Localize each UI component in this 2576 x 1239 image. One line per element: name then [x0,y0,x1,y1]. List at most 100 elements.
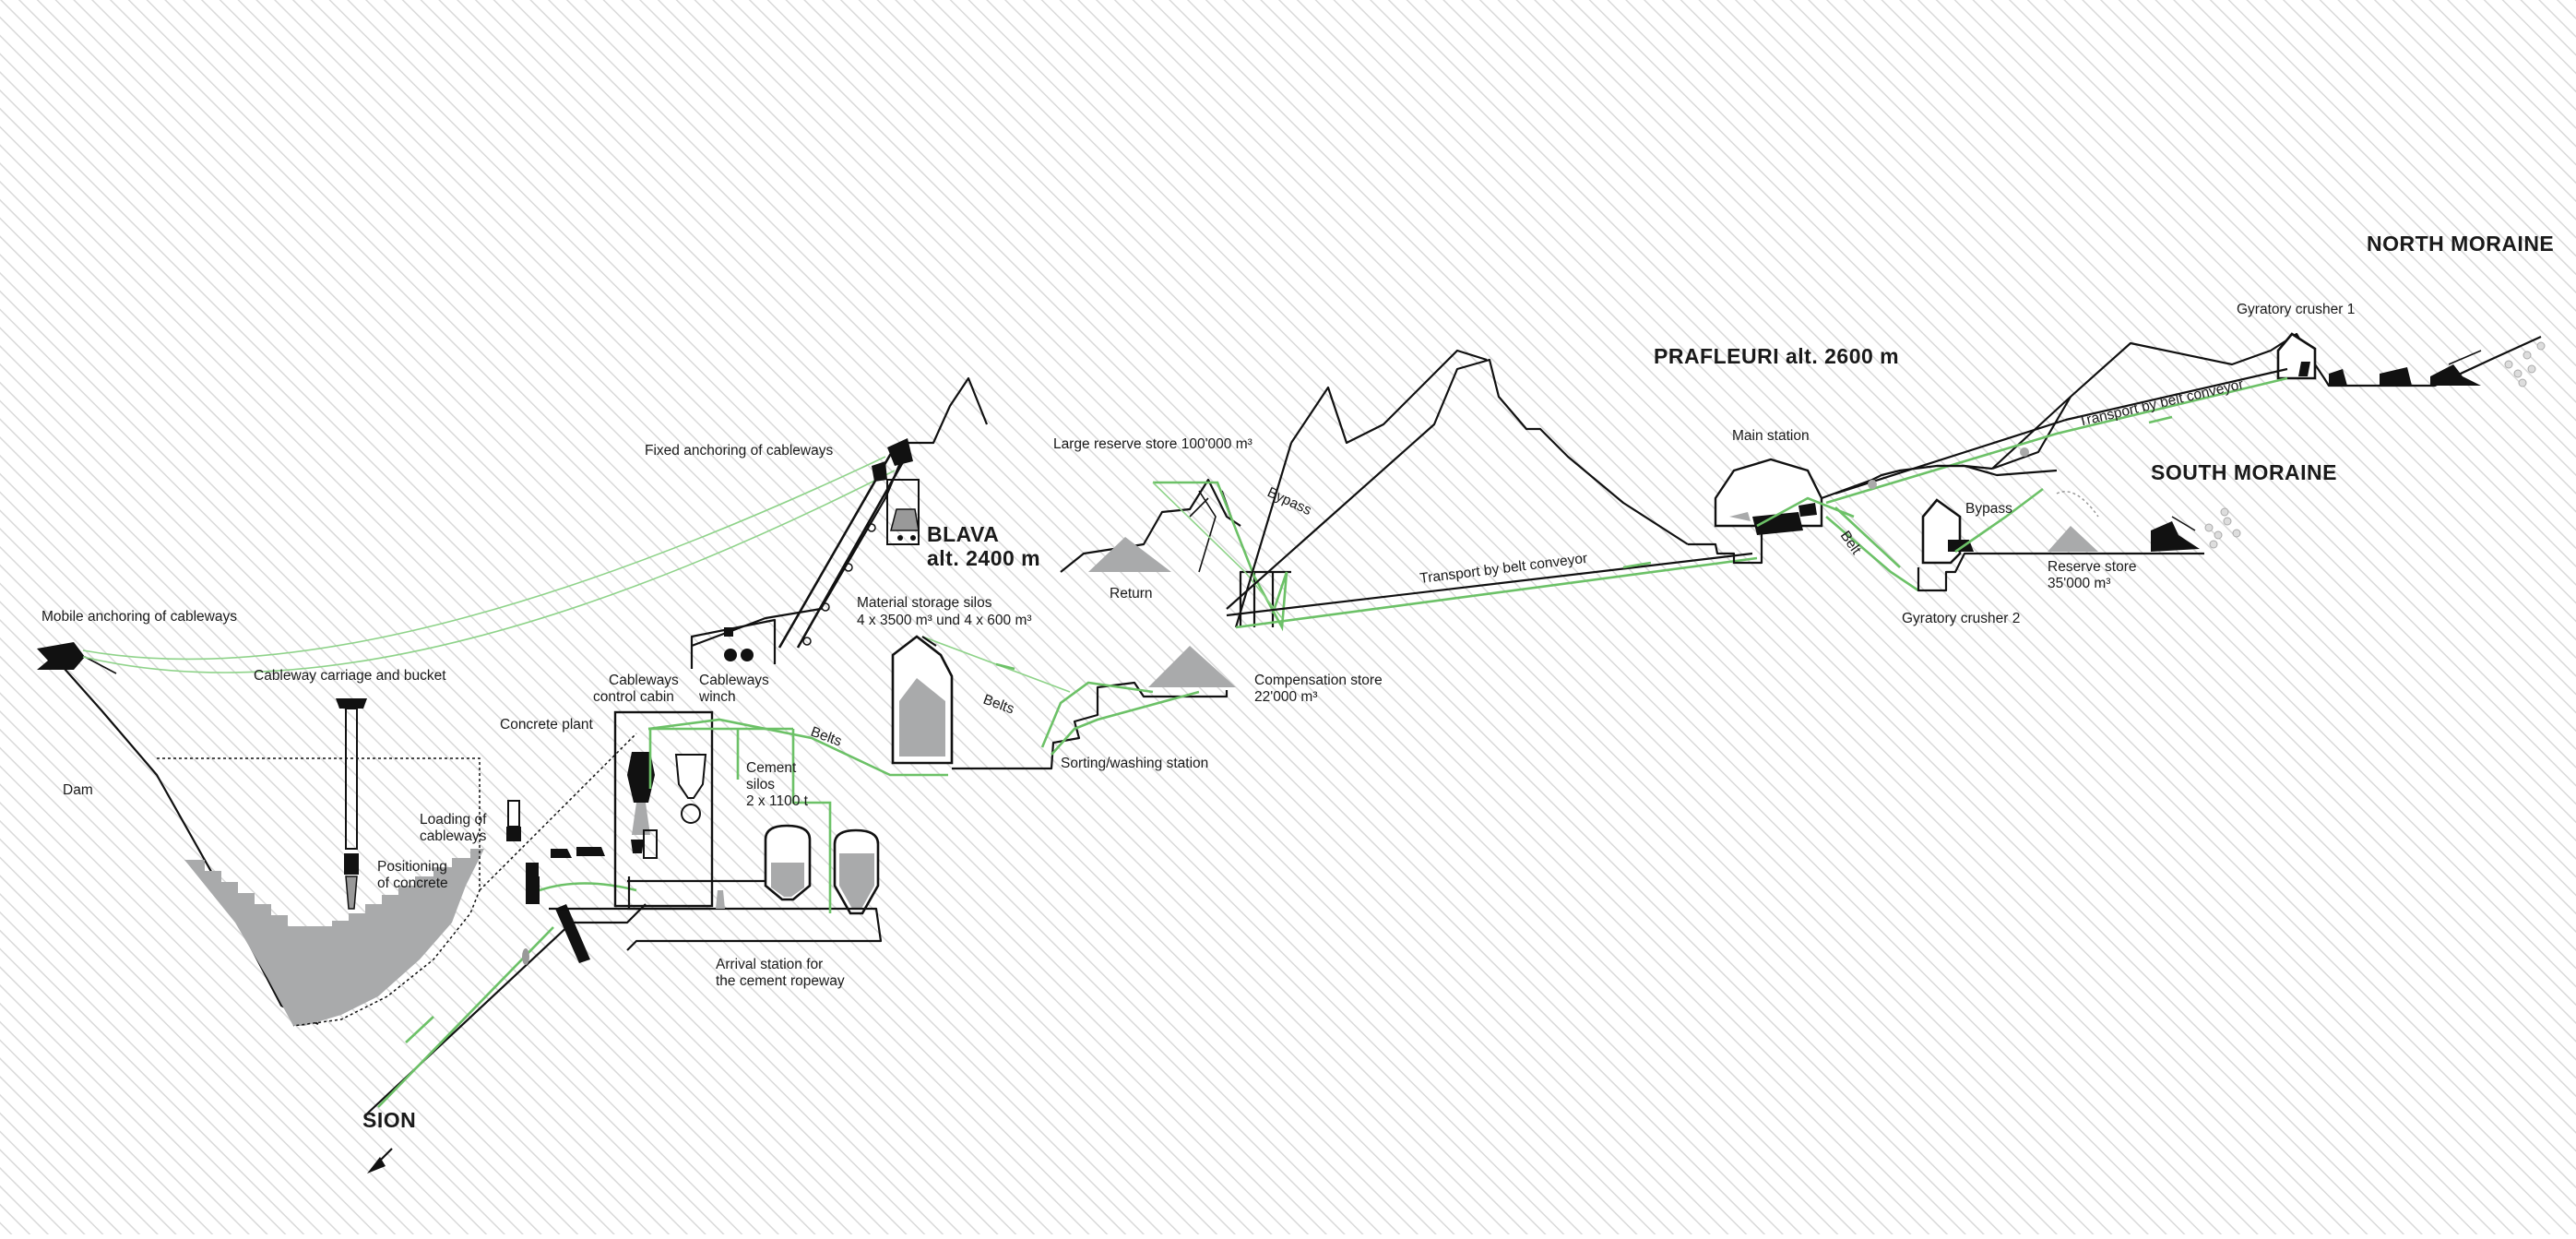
south-ground [1917,552,2204,592]
fixed-anchoring-rails [778,449,910,649]
ropeway-bucket [522,948,529,965]
south-gravel-2 [2214,530,2223,540]
labels: NORTH MORAINE SOUTH MORAINE PRAFLEURI al… [42,232,2554,1132]
south-gravel-5 [2232,529,2241,538]
label-positioning-1: Positioning [377,859,447,875]
blava-area [690,376,1236,770]
bypass-thin [1152,482,1283,619]
rail-dot-1 [867,523,876,532]
south-moraine-area [1917,487,2241,592]
truck-2 [576,847,605,856]
ropeway-arrow [405,1016,434,1043]
label-cableways-control-1: Cableways [609,673,679,688]
anchor-tower [886,479,920,545]
south-excavator-arm [2171,516,2196,531]
dam-dotted-diagonal [479,733,637,891]
south-gravel-6 [2220,507,2229,517]
label-cement-silos-1: Cement [746,760,797,776]
label-reserve-store-1: Reserve store [2048,559,2136,575]
cement-silo-2-fill [839,853,874,909]
label-cableways-winch-1: Cableways [699,673,769,688]
sion-slope [363,903,647,1117]
label-gyratory-crusher-1: Gyratory crusher 1 [2237,302,2355,317]
label-arrival-1: Arrival station for [716,957,823,972]
transfer-dot-1 [1868,480,1877,489]
dam-dotted-outline [157,757,481,1027]
north-gravel-5 [2536,341,2546,351]
label-south-moraine: SOUTH MORAINE [2151,460,2337,484]
anchor-dot-1 [897,535,903,541]
reserve-dotted [2056,491,2099,518]
label-main-station: Main station [1732,428,1810,444]
north-excavator-arm [2448,350,2482,365]
large-reserve-pile [1088,537,1171,572]
cable-lower [82,470,896,673]
label-gyratory-crusher-2: Gyratory crusher 2 [1902,611,2020,626]
anchor-dot-2 [910,535,916,541]
truck-1 [551,849,572,858]
mobile-anchoring-arm [84,656,117,674]
north-gravel-4 [2527,364,2536,374]
fixed-anchor-top [887,438,913,466]
north-excavator [2430,364,2481,386]
label-cableways-control-2: control cabin [593,689,674,705]
plant-chute-1 [632,803,650,835]
transport-arrow [1622,561,1652,569]
rail-dot-4 [802,637,812,646]
label-blava-1: BLAVA [927,522,999,546]
south-gravel-3 [2223,517,2232,526]
plant-box [643,829,658,859]
main-station-building [1714,458,1823,528]
south-gravel-4 [2209,540,2218,549]
sorting-steps [952,681,1229,770]
main-mountain-left [1234,442,1293,628]
label-material-silos-2: 4 x 3500 m³ und 4 x 600 m³ [857,613,1032,628]
label-material-silos-1: Material storage silos [857,595,992,611]
dam-body [184,849,484,1026]
winch-drum-1 [724,649,737,661]
label-positioning-2: of concrete [377,876,448,891]
sorting-green-2 [1051,690,1200,756]
main-mountain [1226,358,1689,610]
mobile-anchoring-machine [37,642,85,670]
label-north-moraine: NORTH MORAINE [2367,232,2554,256]
label-mobile-anchoring: Mobile anchoring of cableways [42,609,237,625]
reserve-store-pile [2048,526,2098,552]
compensation-store-pile [1148,646,1236,687]
north-gravel-3 [2523,351,2532,360]
label-cement-silos-2: silos [746,777,775,792]
plant-mixer [681,804,701,824]
north-gravel-2 [2513,369,2523,378]
bucket-top [344,853,359,875]
belts-to-silos [647,718,948,777]
sorting-green-1 [1040,681,1154,748]
label-fixed-anchoring: Fixed anchoring of cableways [645,443,833,459]
bucket-hoist [345,708,358,850]
ropeway-curve [539,882,637,892]
label-sion: SION [362,1108,416,1132]
main-mountain-peaks [1290,349,1488,445]
north-belt-green [1825,376,2288,505]
label-loading-1: Loading of [420,812,487,828]
transport-black-main [1226,552,1753,617]
sion-arrow-head [367,1157,386,1173]
return-legs [1252,572,1275,627]
label-cableway-carriage: Cableway carriage and bucket [254,668,446,684]
plant-hopper-2 [674,754,707,799]
label-bypass-right: Bypass [1965,501,2012,517]
crusher-1-machine [2329,369,2347,386]
main-station-hopper [1798,503,1817,517]
rail-dot-2 [844,563,853,572]
plant-bucket [631,840,644,853]
plant-belts-green [648,727,832,913]
north-belt-black [1834,367,2288,495]
loading-hoist [507,800,520,828]
winch-box [724,627,733,637]
south-excavator [2151,521,2200,552]
material-silo-fill [899,678,945,757]
north-moraine-area [1825,332,2546,505]
arrival-bucket [716,890,725,909]
north-belt-arrow [2148,415,2173,424]
